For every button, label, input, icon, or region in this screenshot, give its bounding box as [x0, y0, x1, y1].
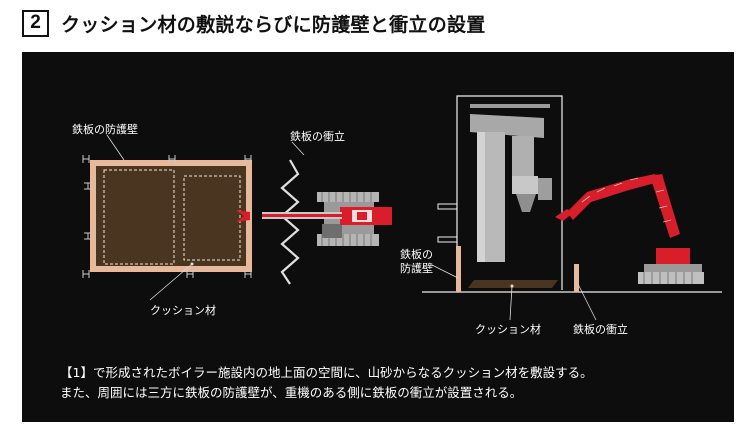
section-number: 2	[22, 9, 49, 37]
section-header: 2 クッション材の敷説ならびに防護壁と衝立の設置	[22, 6, 486, 40]
dashed-outline-right	[183, 175, 241, 261]
label-cushion-right: クッション材	[475, 322, 541, 336]
label-partition-left: 鉄板の衝立	[290, 129, 345, 143]
label-protective-wall-right-2: 防護壁	[400, 261, 433, 275]
leader-wall-left	[106, 134, 125, 161]
diagram-svg: 鉄板の防護壁 鉄板の衝立 クッション材	[72, 95, 722, 336]
plan-view: 鉄板の防護壁 鉄板の衝立 クッション材	[72, 122, 392, 317]
protective-wall-section	[456, 246, 461, 292]
roof-beam	[470, 104, 550, 108]
leader-wall-right	[431, 264, 459, 279]
partition-section	[574, 264, 579, 292]
cushion-area-plan	[96, 166, 246, 266]
section-title: クッション材の敷説ならびに防護壁と衝立の設置	[61, 13, 486, 36]
label-protective-wall-left: 鉄板の防護壁	[72, 122, 138, 136]
excavator-side	[555, 174, 704, 284]
wall-markers-top	[82, 155, 252, 163]
excavator-plan	[236, 192, 392, 246]
diagram-caption: 【1】で形成されたボイラー施設内の地上面の空間に、山砂からなるクッション材を敷設…	[60, 363, 720, 403]
label-protective-wall-right-1: 鉄板の	[400, 247, 433, 261]
wall-markers-left	[84, 182, 92, 240]
zigzag-partition-plan	[280, 159, 300, 285]
dashed-outline-left	[103, 169, 175, 265]
leader-cushion-right	[509, 285, 513, 321]
leader-cushion-left	[149, 263, 193, 301]
leader-partition-left	[291, 141, 305, 156]
cushion-area-section	[468, 280, 558, 288]
section-view: 鉄板の 防護壁 クッション材 鉄板の衝立	[400, 95, 722, 336]
wall-markers-bottom	[82, 270, 252, 278]
caption-line-1: 【1】で形成されたボイラー施設内の地上面の空間に、山砂からなるクッション材を敷設…	[60, 365, 593, 380]
boiler-structure	[470, 114, 552, 262]
label-partition-right: 鉄板の衝立	[573, 322, 628, 336]
leader-partition-right	[577, 283, 597, 321]
outer-wall-stubs	[437, 203, 458, 243]
label-cushion-left: クッション材	[150, 303, 216, 317]
diagram-panel: 鉄板の防護壁 鉄板の衝立 クッション材	[22, 52, 734, 422]
boiler-building-outline	[456, 95, 563, 290]
caption-line-2: また、周囲には三方に鉄板の防護壁が、重機のある側に鉄板の衝立が設置される。	[60, 385, 523, 400]
